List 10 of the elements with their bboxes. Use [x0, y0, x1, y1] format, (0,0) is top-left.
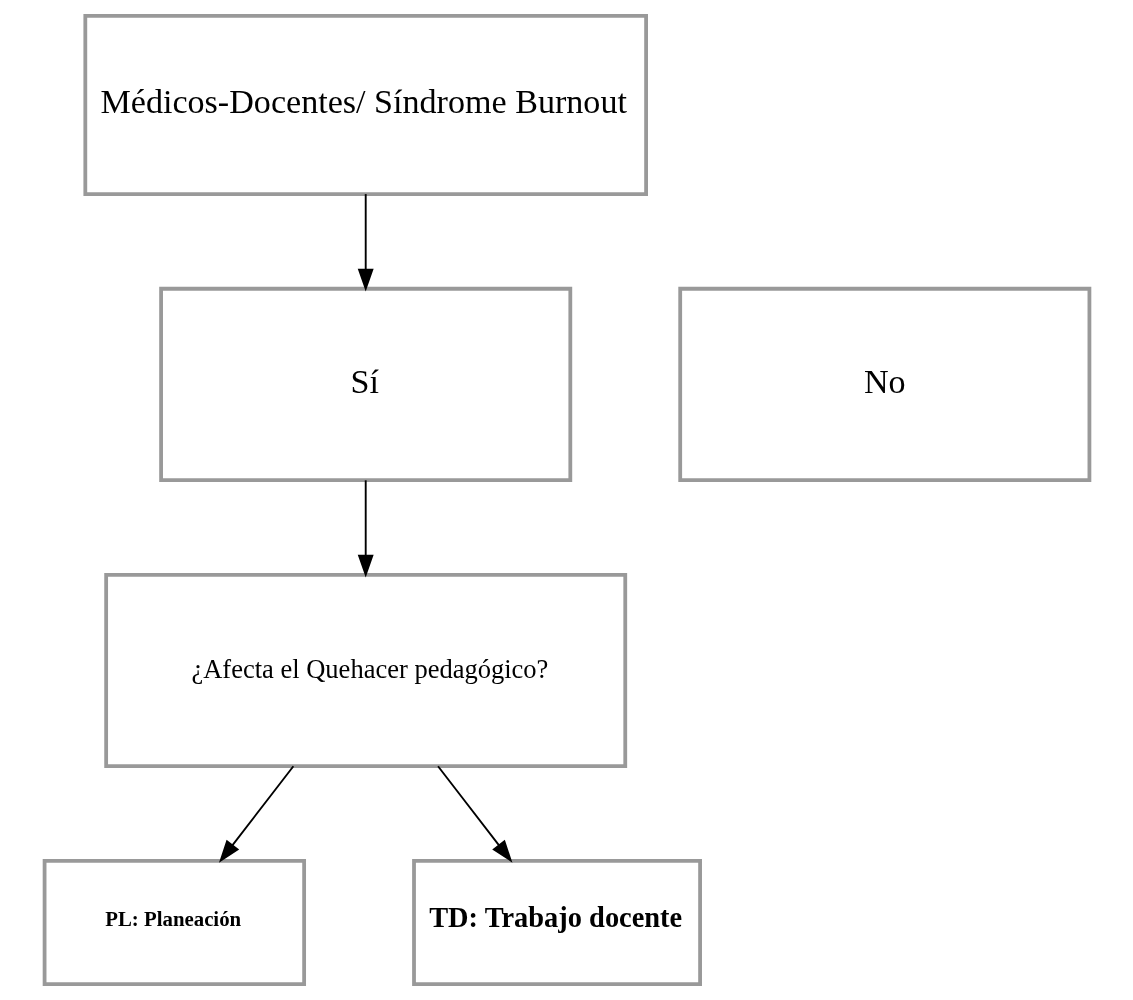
arrow — [436, 765, 512, 863]
arrow — [218, 765, 294, 863]
node-box: PL: Planeación — [42, 859, 306, 986]
node-box: No — [677, 286, 1091, 482]
node-box: Médicos-Docentes/ Síndrome Burnout — [82, 14, 648, 196]
node-box: ¿Afecta el Quehacer pedagógico? — [103, 572, 627, 769]
arrow — [357, 193, 374, 292]
arrow — [357, 479, 374, 578]
node-box: TD: Trabajo docente — [411, 859, 702, 986]
node-box: Sí — [158, 286, 572, 482]
